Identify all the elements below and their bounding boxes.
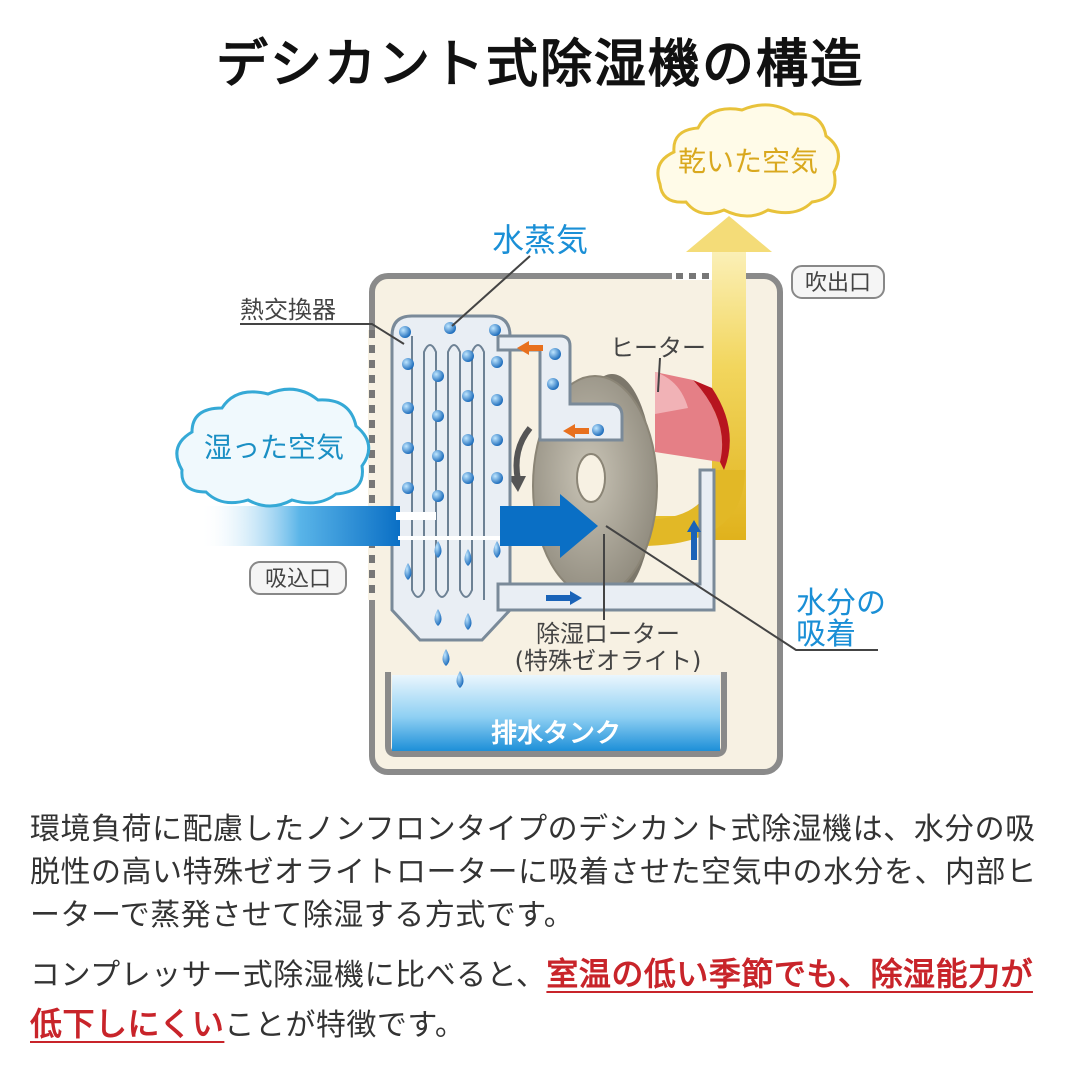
outlet-label: 吹出口	[805, 271, 871, 296]
water-drop-icon	[464, 613, 472, 630]
water-drop-icon	[462, 434, 474, 446]
humid-air-flow	[200, 494, 598, 558]
outlet-tag: 吹出口	[791, 265, 885, 299]
water-drop-icon	[402, 482, 414, 494]
water-drop-icon	[462, 472, 474, 484]
heater	[655, 372, 730, 470]
inlet-tag: 吸込口	[249, 561, 347, 595]
dry-air-cloud-icon	[656, 103, 840, 218]
water-drop-icon	[491, 434, 503, 446]
dry-air-arrow-icon	[686, 216, 772, 252]
humid-air-cloud-icon	[175, 387, 371, 508]
water-drop-icon	[547, 378, 559, 390]
water-drop-icon	[491, 356, 503, 368]
page-title: デシカント式除湿機の構造	[215, 34, 864, 95]
dehumidifier-diagram: 排水タンク 乾いた空気	[175, 103, 886, 775]
description-paragraph-2: コンプレッサー式除湿機に比べると、室温の低い季節でも、除湿能力が低下しにくいこと…	[30, 950, 1050, 1050]
dry-air-label: 乾いた空気	[678, 145, 818, 178]
water-vapor-label: 水蒸気	[492, 221, 588, 259]
water-drop-icon	[489, 324, 501, 336]
water-drop-icon	[402, 358, 414, 370]
heater-label: ヒーター	[610, 334, 706, 362]
rotor-label-2: (特殊ゼオライト)	[515, 647, 702, 675]
description-paragraph-1: 環境負荷に配慮したノンフロンタイプのデシカント式除湿機は、水分の吸脱性の高い特殊…	[30, 812, 1037, 933]
water-droplets	[399, 322, 604, 688]
moisture-adsorption-label-1: 水分の	[796, 586, 886, 621]
leader-lines	[240, 255, 878, 651]
water-drop-icon	[432, 490, 444, 502]
water-drop-icon	[462, 390, 474, 402]
water-drop-icon	[434, 541, 442, 558]
water-drop-icon	[434, 609, 442, 626]
paragraph2-prefix: コンプレッサー式除湿機に比べると、	[30, 958, 547, 993]
rotation-arrow-icon	[513, 426, 533, 481]
water-drop-icon	[491, 472, 503, 484]
drain-tank-label: 排水タンク	[491, 719, 621, 749]
water-drop-icon	[432, 370, 444, 382]
water-drop-icon	[456, 671, 464, 688]
water-drop-icon	[491, 394, 503, 406]
drain-tank	[385, 672, 727, 757]
feature-highlight: 室温の低い季節でも、除湿能力が低下しにくい	[30, 955, 1033, 1043]
water-drop-icon	[432, 450, 444, 462]
water-drop-icon	[402, 402, 414, 414]
water-drop-icon	[399, 326, 411, 338]
water-drop-icon	[442, 649, 450, 666]
inflow-arrow-icon	[560, 494, 598, 558]
water-drop-icon	[549, 348, 561, 360]
heat-exchanger	[390, 314, 716, 642]
paragraph2-suffix: ことが特徴です。	[224, 1008, 466, 1043]
vapor-flow-arrows	[517, 341, 589, 438]
heat-exchanger-label: 熱交換器	[240, 296, 336, 324]
water-drop-icon	[402, 442, 414, 454]
water-drop-icon	[464, 549, 472, 566]
return-flow-arrow-icon	[546, 591, 582, 605]
water-drop-icon	[462, 350, 474, 362]
water-drop-icon	[493, 541, 501, 558]
water-drop-icon	[592, 424, 604, 436]
inlet-label: 吸込口	[265, 567, 331, 592]
humid-air-label: 湿った空気	[204, 431, 344, 464]
water-drop-icon	[432, 410, 444, 422]
water-drop-icon	[404, 563, 412, 580]
rotor-label-1: 除湿ローター	[536, 620, 680, 648]
up-flow-arrow-icon	[687, 520, 701, 560]
moisture-adsorption-label-2: 吸着	[796, 617, 856, 652]
